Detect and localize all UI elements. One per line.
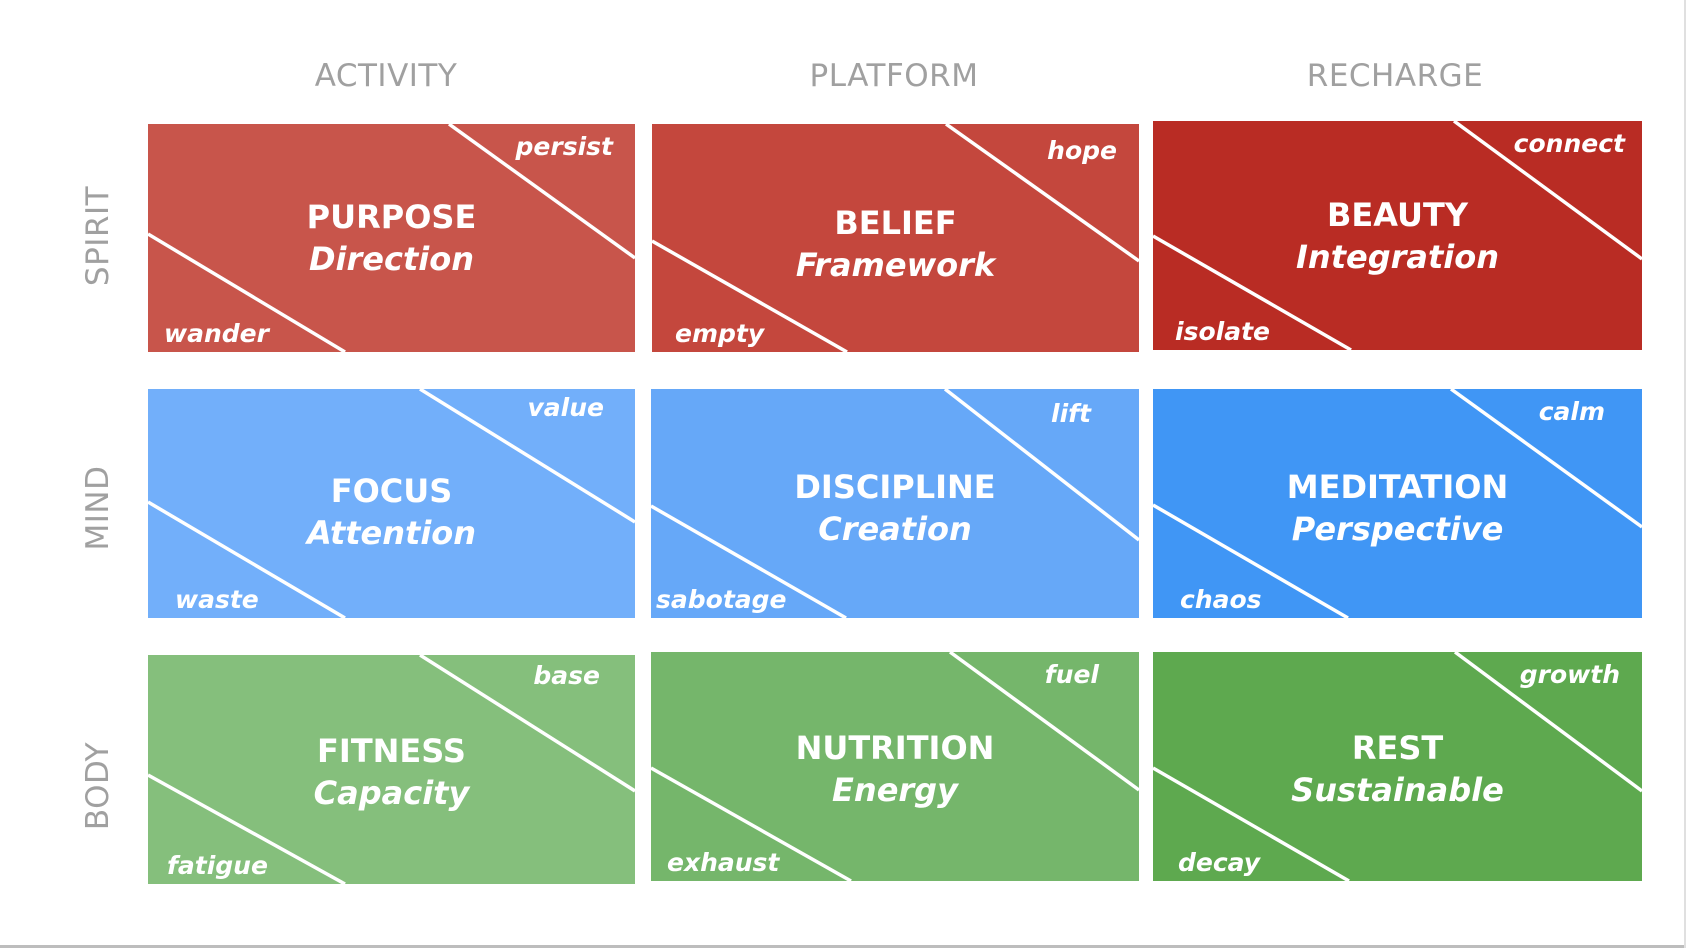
tile-bottom-word: sabotage [656,585,787,614]
tile-bottom-word: isolate [1175,317,1270,346]
tile-subtitle: Attention [306,513,477,552]
tile-body-recharge: growth decay REST Sustainable [1153,652,1642,881]
diagonal-lines [651,652,1139,881]
tile-top-word: growth [1519,660,1620,689]
tile-bottom-word: decay [1178,848,1261,877]
tile-spirit-activity: persist wander PURPOSE Direction [148,124,635,352]
tile-title: REST [1351,728,1444,767]
tile-bottom-word: exhaust [667,848,780,877]
tile-subtitle: Capacity [313,773,470,812]
tile-body-activity: base fatigue FITNESS Capacity [148,655,635,884]
tile-body-platform: fuel exhaust NUTRITION Energy [651,652,1139,881]
row-header-body: BODY [80,741,116,831]
diagonal-lines [1153,652,1642,881]
diagonal-lines [1153,121,1642,350]
tile-title: PURPOSE [306,198,477,236]
diagonal-lines [1153,389,1642,618]
bottom-rule [0,945,1686,948]
tile-bottom-word: wander [164,319,269,348]
tile-subtitle: Framework [795,246,996,284]
row-header-spirit: SPIRIT [80,185,116,287]
tile-subtitle: Direction [308,240,474,278]
tile-title: BELIEF [834,204,957,242]
tile-spirit-platform: hope empty BELIEF Framework [652,124,1139,352]
diagonal-lines [148,389,635,618]
tile-subtitle: Creation [818,509,972,548]
tile-subtitle: Energy [832,770,958,809]
diagonal-lines [651,389,1139,618]
diagonal-lines [148,124,635,352]
tile-subtitle: Sustainable [1291,770,1504,809]
right-rule [1684,0,1686,948]
tile-subtitle: Perspective [1291,509,1504,548]
tile-title: BEAUTY [1326,195,1468,234]
tile-top-word: base [533,661,600,690]
tile-top-word: calm [1538,397,1605,426]
tile-bottom-word: waste [175,585,259,614]
diagonal-lines [148,655,635,884]
tile-mind-platform: lift sabotage DISCIPLINE Creation [651,389,1139,618]
tile-mind-activity: value waste FOCUS Attention [148,389,635,618]
diagonal-lines [652,124,1139,352]
tile-title: FITNESS [317,731,466,770]
tile-mind-recharge: calm chaos MEDITATION Perspective [1153,389,1642,618]
tile-top-word: connect [1513,129,1625,158]
tile-top-word: persist [515,132,613,161]
tile-spirit-recharge: connect isolate BEAUTY Integration [1153,121,1642,350]
tile-bottom-word: empty [675,319,765,348]
tile-title: FOCUS [330,471,453,510]
tile-top-word: fuel [1044,660,1099,689]
tile-top-word: hope [1047,136,1117,165]
tile-title: NUTRITION [795,728,995,767]
column-header-recharge: RECHARGE [1306,58,1484,94]
tile-bottom-word: fatigue [167,851,268,880]
tile-subtitle: Integration [1296,237,1499,276]
tile-title: MEDITATION [1286,467,1509,506]
tile-bottom-word: chaos [1180,585,1262,614]
column-header-activity: ACTIVITY [314,58,458,94]
tile-top-word: lift [1051,399,1091,428]
column-header-platform: PLATFORM [809,58,979,94]
tile-top-word: value [527,393,605,422]
tile-title: DISCIPLINE [794,467,996,506]
row-header-mind: MIND [80,465,116,551]
